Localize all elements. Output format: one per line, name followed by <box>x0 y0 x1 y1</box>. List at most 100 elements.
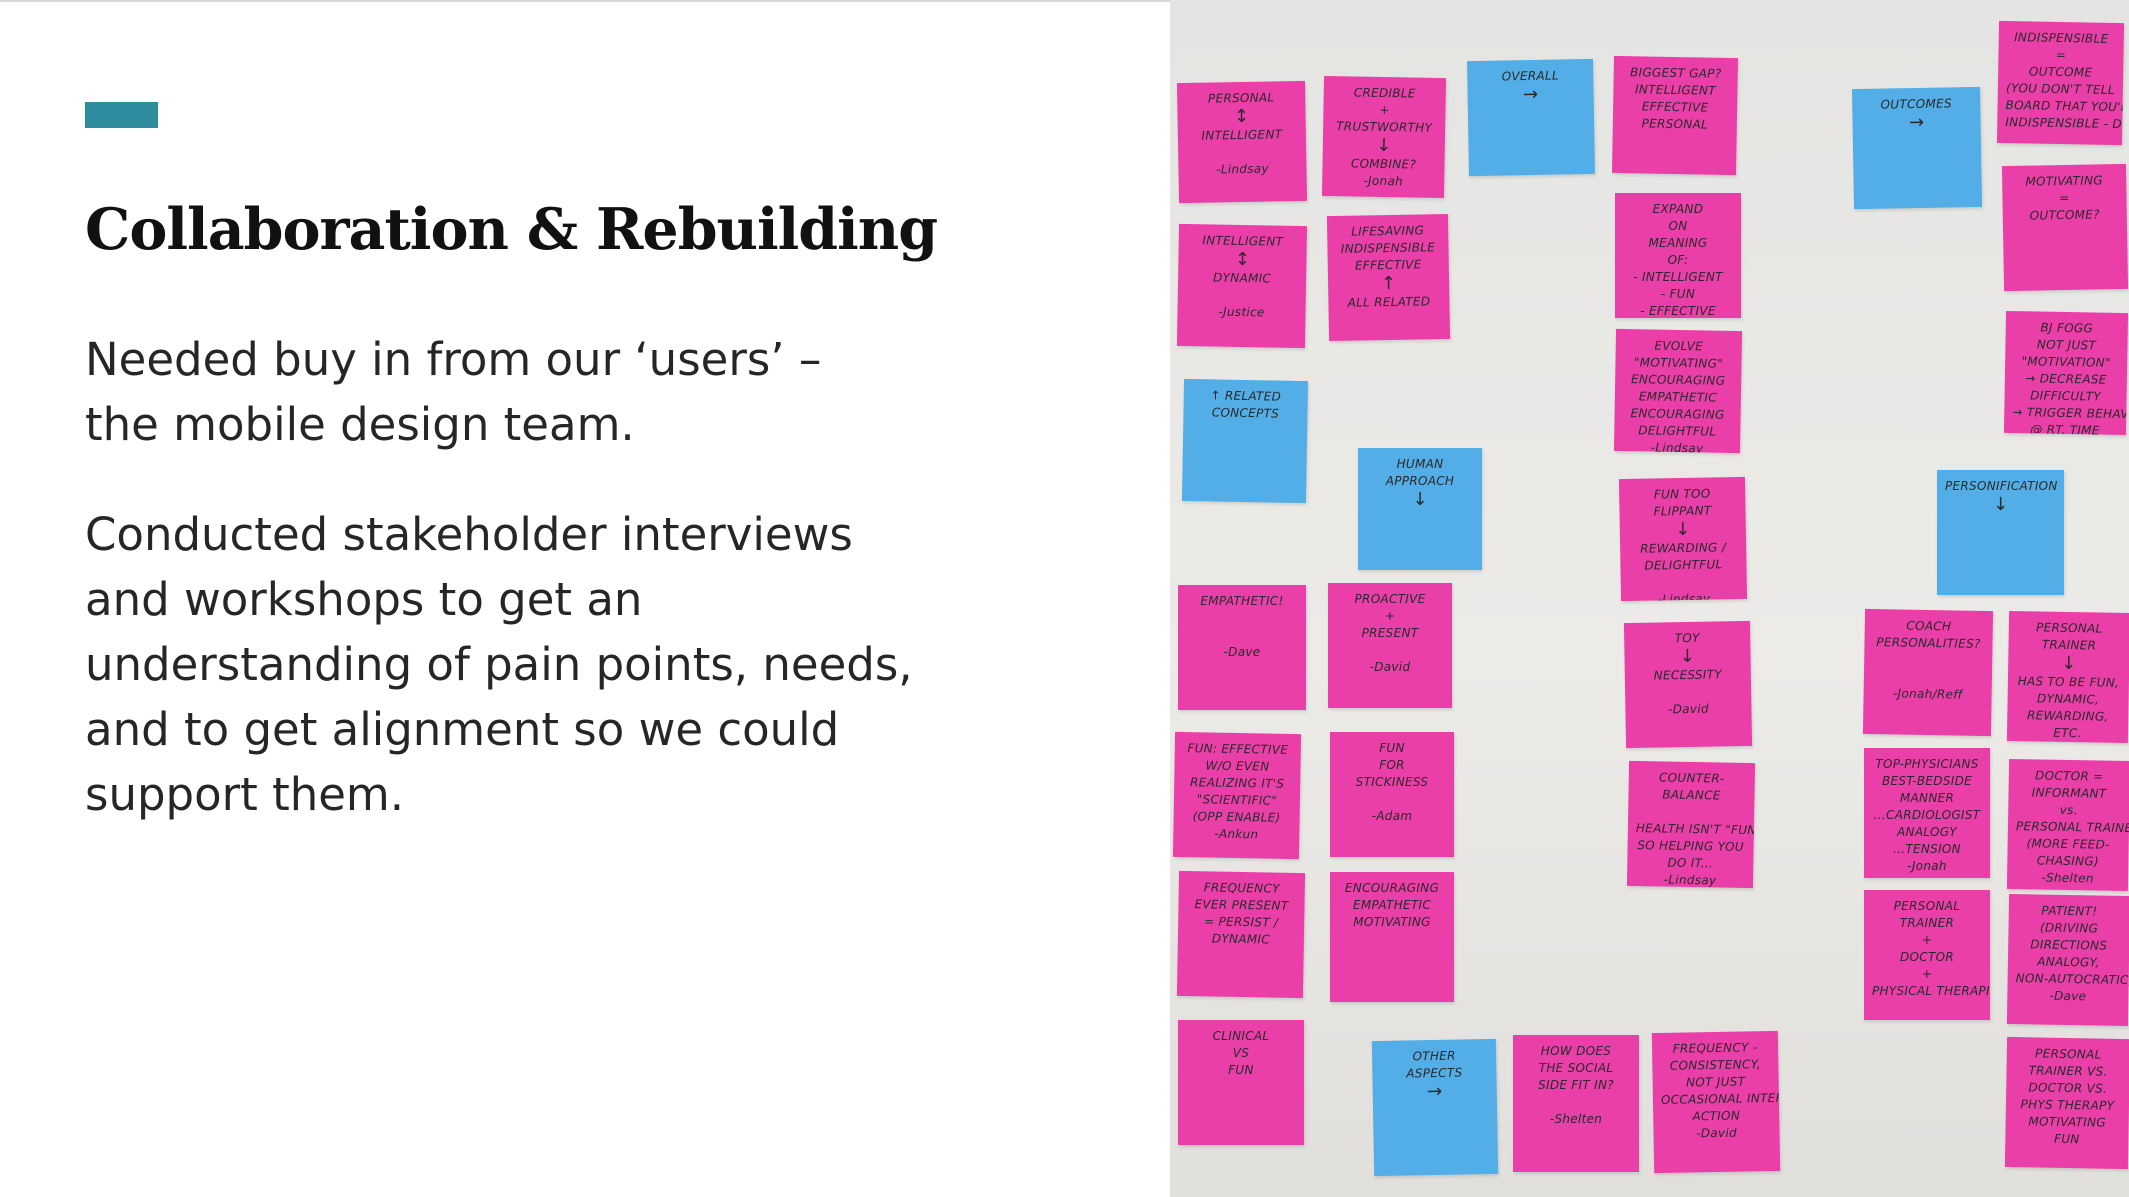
note-text: DOCTOR <box>1900 950 1954 964</box>
note-text: DYNAMIC <box>1211 931 1271 947</box>
note-text: CONCEPTS <box>1211 405 1280 421</box>
note-text: FREQUENCY - <box>1672 1040 1758 1056</box>
note-text: ENCOURAGING <box>1344 881 1440 895</box>
note-text: MANNER <box>1899 791 1955 805</box>
note-text: VS <box>1232 1046 1250 1060</box>
note-text: EVER PRESENT <box>1194 897 1289 913</box>
note-text: BALANCE <box>1662 787 1721 803</box>
note-text: -Lindsay <box>1663 872 1717 888</box>
note-text: PRESENT <box>1361 626 1419 640</box>
note-text <box>1336 642 1444 659</box>
note-text: NON-AUTOCRATIC) <box>2015 971 2129 988</box>
blue-sticky-note: PERSONIFICATION↓ <box>1937 470 2064 595</box>
note-text: → <box>1426 1080 1443 1103</box>
note-text: -Shelten <box>2041 870 2094 886</box>
note-text: → <box>1908 111 1925 134</box>
paragraph-line: Conducted stakeholder interviews <box>85 508 853 561</box>
pink-sticky-note: PERSONAL↕INTELLIGENT -Lindsay <box>1176 80 1308 204</box>
note-text: -Lindsay <box>1650 440 1704 454</box>
note-text: FOR <box>1379 758 1405 772</box>
note-text: PERSONALITIES? <box>1876 635 1981 651</box>
paragraph-interviews: Conducted stakeholder interviews and wor… <box>85 502 1105 827</box>
pink-sticky-note: MOTIVATING=OUTCOME? <box>2001 163 2129 292</box>
note-text: INTELLIGENT <box>1201 127 1283 143</box>
pink-sticky-note: PROACTIVE+PRESENT -David <box>1328 583 1452 708</box>
note-text: ANALOGY <box>1897 825 1957 839</box>
note-text: (OPP ENABLE) <box>1192 809 1281 825</box>
pink-sticky-note: COUNTER-BALANCE HEALTH ISN'T "FUN"SO HEL… <box>1626 760 1756 889</box>
note-text: - EFFECTIVE <box>1640 304 1716 318</box>
note-text: -David <box>1667 701 1709 717</box>
paragraph-line: and workshops to get an <box>85 573 643 626</box>
note-text: vs. <box>2059 802 2078 818</box>
blue-sticky-note: OUTCOMES→ <box>1851 86 1983 210</box>
note-text: INFORMANT <box>2031 785 2107 801</box>
note-text: -David <box>1696 1125 1738 1141</box>
note-text: NOT JUST <box>2036 337 2097 353</box>
note-text: EMPATHETIC <box>1352 898 1432 912</box>
note-text: ALL RELATED <box>1347 294 1431 310</box>
note-text <box>1186 610 1298 627</box>
note-text: NOT JUST <box>1685 1074 1746 1090</box>
note-text: -Shelten <box>1549 1112 1603 1126</box>
note-text: COACH <box>1906 618 1952 634</box>
note-text: -David <box>1369 660 1411 674</box>
note-text: → TRIGGER BEHAVIOR <box>2012 405 2129 422</box>
pink-sticky-note: EMPATHETIC! -Dave <box>1178 585 1306 710</box>
note-text <box>1186 286 1298 305</box>
note-text: PERSONAL <box>1641 116 1709 132</box>
note-text: -Lindsay <box>1216 161 1269 177</box>
note-text: + <box>1921 967 1933 981</box>
note-text: CHASING) <box>2036 853 2100 869</box>
note-text: NECESSITY <box>1653 667 1723 683</box>
blue-sticky-note: OVERALL→ <box>1467 58 1595 177</box>
note-text: -Jonah/Reff <box>1892 686 1963 702</box>
note-text: REALIZING IT'S <box>1189 775 1285 791</box>
note-text: = <box>2059 190 2070 206</box>
note-text: FUN: EFFECTIVE <box>1187 741 1289 757</box>
note-text: REWARDING, <box>2026 708 2109 724</box>
paragraph-line: the mobile design team. <box>85 398 635 451</box>
note-text: - FUN <box>1660 287 1696 301</box>
note-text: ...CARDIOLOGIST <box>1873 808 1981 822</box>
note-text: DYNAMIC <box>1212 270 1272 286</box>
note-text: ENCOURAGING <box>1630 406 1725 422</box>
note-text: (YOU DON'T TELL <box>2005 81 2115 97</box>
accent-bar <box>85 102 158 128</box>
note-text: COMBINE? <box>1350 156 1417 172</box>
note-text: HOW DOES <box>1540 1044 1612 1058</box>
note-text: SIDE FIT IN? <box>1538 1078 1614 1092</box>
note-text: EFFECTIVE <box>1641 99 1709 115</box>
note-text: CLINICAL <box>1212 1029 1270 1043</box>
note-text: + <box>1921 933 1933 947</box>
note-text: HAS TO BE FUN, <box>2017 674 2120 690</box>
note-text: -Ankun <box>1214 826 1259 842</box>
paragraph-line: Needed buy in from our ‘users’ – <box>85 333 822 386</box>
top-border <box>0 0 1170 2</box>
note-text: CREDIBLE <box>1353 85 1416 101</box>
note-text: ↑ <box>1380 272 1397 295</box>
note-text: "SCIENTIFIC" <box>1196 792 1278 808</box>
note-text: PATIENT! <box>2041 903 2098 919</box>
note-text: ↕ <box>1233 105 1250 128</box>
note-text: BJ FOGG <box>2040 320 2094 336</box>
note-text: OTHER <box>1412 1048 1456 1064</box>
note-text: PHYS THERAPY <box>2020 1097 2115 1113</box>
note-text: ↑ RELATED <box>1210 388 1282 404</box>
note-text: TRAINER VS. <box>2028 1063 2108 1079</box>
note-text: FREQUENCY <box>1203 880 1280 896</box>
note-text: STICKINESS <box>1355 775 1429 789</box>
note-text: DELIGHTFUL <box>1638 423 1717 439</box>
